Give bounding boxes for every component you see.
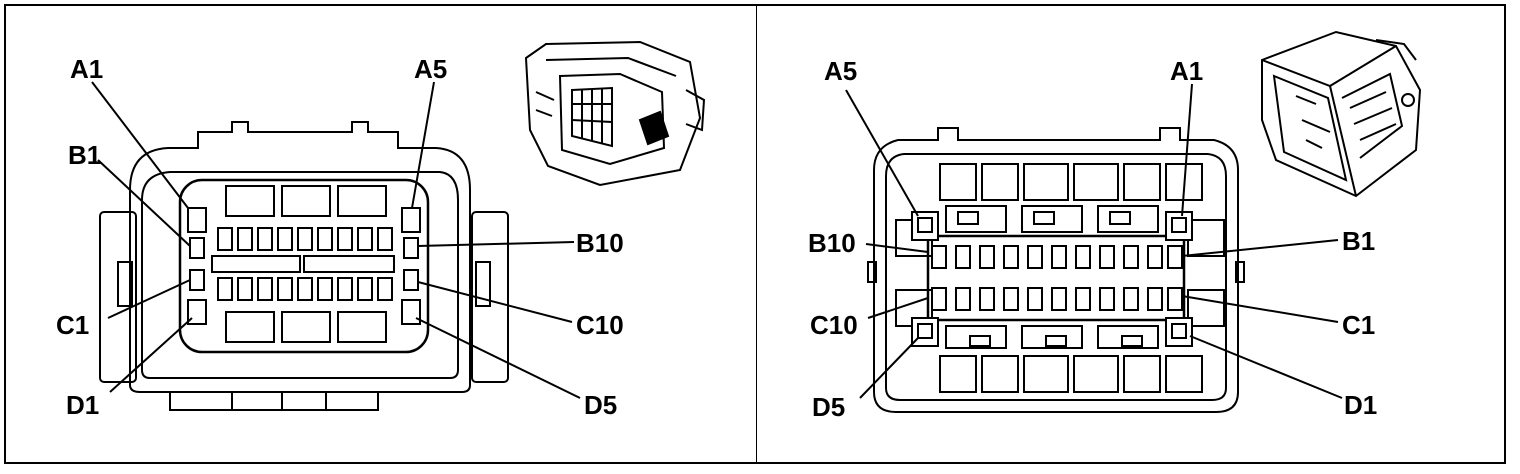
connector-inner-shroud <box>141 171 459 379</box>
left-latch-ear <box>99 211 137 383</box>
label-b1: B1 <box>1342 226 1375 256</box>
diagram-frame <box>4 4 1506 464</box>
terminal-face <box>178 178 430 354</box>
pin-c1 <box>189 269 205 291</box>
label-c10: C10 <box>810 310 858 340</box>
terminal-cavities <box>187 185 421 343</box>
pin-c10 <box>403 269 419 291</box>
terminal-face <box>926 234 1186 322</box>
label-a1: A1 <box>1170 56 1203 86</box>
terminal-cavities <box>911 205 1193 349</box>
pin-b10 <box>403 237 419 259</box>
connector-3d-thumbnail <box>524 40 706 187</box>
right-connector-view: A5 A1 B10 B1 C10 C1 D5 D1 <box>808 30 1422 422</box>
label-c1: C1 <box>1342 310 1375 340</box>
label-a5: A5 <box>824 56 857 86</box>
connector-inner-rim <box>885 153 1227 401</box>
panel-divider <box>756 4 757 464</box>
leader-lines <box>91 81 581 399</box>
left-connector-view: A1 A5 B1 B10 C1 C10 D1 D5 <box>56 40 706 420</box>
label-d5: D5 <box>584 390 617 420</box>
pin-d5 <box>401 299 421 325</box>
label-a5: A5 <box>414 54 447 84</box>
connector-outer-housing <box>873 127 1239 413</box>
label-d5: D5 <box>812 392 845 422</box>
connector-3d-thumbnail <box>1261 30 1422 198</box>
label-b10: B10 <box>576 228 624 258</box>
right-latch-tab <box>475 261 491 307</box>
label-a1: A1 <box>70 54 103 84</box>
label-d1: D1 <box>1344 390 1377 420</box>
housing-cells <box>895 163 1225 393</box>
label-d1: D1 <box>66 390 99 420</box>
bottom-lock-tab <box>169 391 379 411</box>
label-b10: B10 <box>808 228 856 258</box>
leader-lines <box>845 83 1343 399</box>
pin-a5 <box>401 207 421 233</box>
label-c1: C1 <box>56 310 89 340</box>
pin-b1 <box>189 237 205 259</box>
left-latch-tab <box>117 261 133 307</box>
pin-d1 <box>187 299 207 325</box>
pin-a1 <box>187 207 207 233</box>
label-b1: B1 <box>68 140 101 170</box>
label-c10: C10 <box>576 310 624 340</box>
connector-outer-housing <box>129 121 471 393</box>
